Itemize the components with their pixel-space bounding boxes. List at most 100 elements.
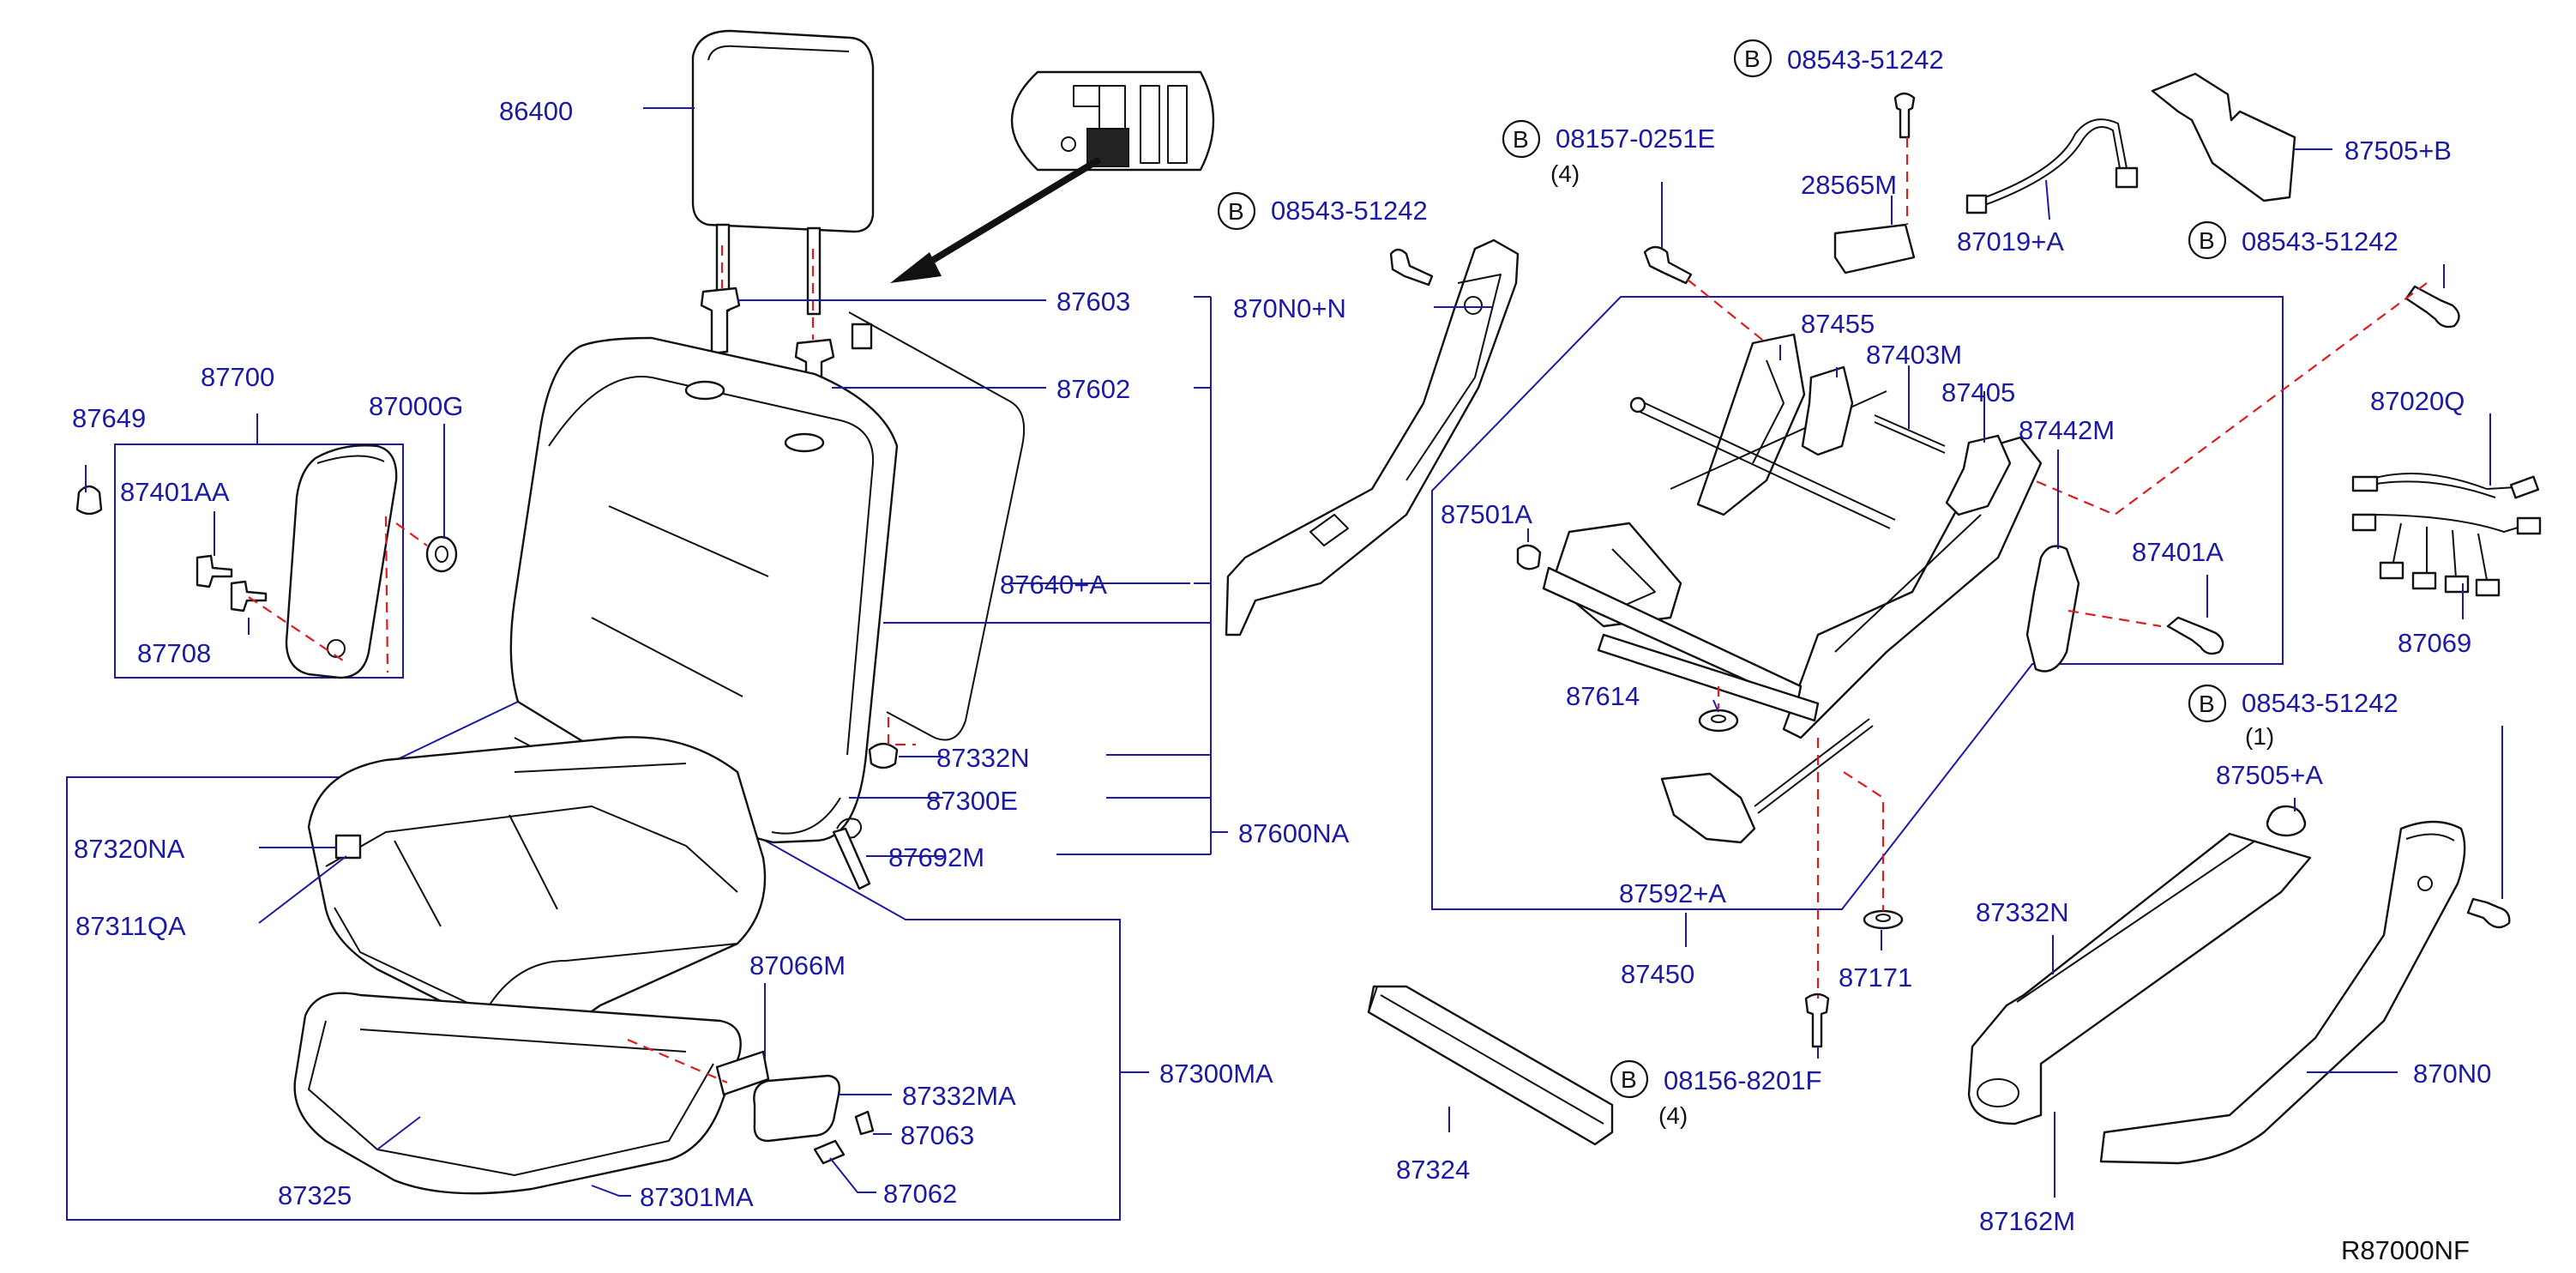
- label-87603: 87603: [1056, 287, 1130, 317]
- label-08157-qty: (4): [1550, 160, 1580, 187]
- label-08543-b: 08543-51242: [1787, 45, 1944, 75]
- plate-87324: [1367, 985, 1614, 1146]
- knob-87062: [813, 1139, 846, 1165]
- armrest-bolt-87708: [230, 580, 268, 612]
- label-87592A: 87592+A: [1619, 878, 1726, 908]
- back-board-87640A: [848, 311, 1026, 741]
- label-87450: 87450: [1621, 959, 1694, 989]
- harness-87069: [2351, 513, 2542, 597]
- finisher-870N0: [2099, 820, 2466, 1165]
- bolt-87501A: [1516, 544, 1542, 570]
- knob-87063: [854, 1110, 875, 1136]
- switch-knob-87066M: [715, 1050, 770, 1096]
- switch-cover-87332MA: [753, 1074, 840, 1143]
- b-mark-08156: B: [1610, 1059, 1649, 1099]
- label-28565M: 28565M: [1801, 170, 1897, 200]
- label-87300E: 87300E: [926, 786, 1018, 816]
- bolt-87401A: [2166, 616, 2224, 655]
- b-mark-08157: B: [1502, 119, 1541, 159]
- bolt-08156: [1804, 992, 1830, 1048]
- label-87171: 87171: [1839, 962, 1912, 992]
- cushion-pan-87301MA: [293, 992, 742, 1195]
- label-87505A: 87505+A: [2216, 760, 2323, 790]
- label-87311QA: 87311QA: [75, 911, 186, 941]
- label-87505B: 87505+B: [2344, 136, 2452, 166]
- label-87692M: 87692M: [888, 842, 984, 872]
- label-87332N-cover: 87332N: [1976, 897, 2069, 927]
- svg-text:B: B: [1621, 1066, 1637, 1093]
- svg-text:B: B: [2199, 691, 2215, 717]
- label-87062: 87062: [883, 1179, 957, 1209]
- bracket-87405: [1945, 434, 2012, 516]
- motor-87592A: [1660, 718, 1874, 844]
- b-mark-08543-b: B: [1733, 39, 1773, 78]
- motor-87442M: [2025, 545, 2080, 673]
- label-87332MA: 87332MA: [902, 1081, 1016, 1111]
- cap-87505A: [2266, 805, 2307, 837]
- label-87602: 87602: [1056, 374, 1130, 404]
- label-870N0N: 870N0+N: [1233, 293, 1346, 323]
- label-870N0: 870N0: [2413, 1059, 2491, 1089]
- washer-87614: [1698, 709, 1739, 733]
- b-mark-08543-a: B: [1217, 191, 1256, 231]
- label-87325: 87325: [278, 1180, 352, 1210]
- clip-87332N: [868, 742, 899, 769]
- label-87300MA: 87300MA: [1159, 1059, 1273, 1089]
- label-87401A: 87401A: [2132, 537, 2224, 567]
- label-87020Q: 87020Q: [2370, 386, 2465, 416]
- armrest-87700: [285, 444, 398, 679]
- label-87700: 87700: [201, 362, 274, 392]
- label-87069: 87069: [2398, 628, 2471, 658]
- washer-87171: [1863, 909, 1904, 930]
- label-87600NA: 87600NA: [1238, 818, 1350, 848]
- label-87401AA: 87401AA: [120, 477, 230, 507]
- cap-87649: [75, 485, 103, 516]
- side-bracket-870N0N: [1225, 238, 1520, 636]
- svg-text:B: B: [1228, 198, 1244, 225]
- svg-text:B: B: [1744, 45, 1760, 72]
- label-87324: 87324: [1396, 1155, 1470, 1185]
- seat-back: [509, 336, 899, 844]
- b-mark-08543-c: B: [2188, 220, 2227, 260]
- harness-87019A: [1965, 118, 2139, 214]
- bolt-08543-b: [1893, 92, 1916, 139]
- harness-87020Q: [2351, 473, 2540, 499]
- label-87162M: 87162M: [1979, 1206, 2075, 1236]
- label-08543-d: 08543-51242: [2242, 688, 2398, 718]
- seat-track-87450: [1542, 333, 2043, 739]
- label-08156-qty: (4): [1658, 1102, 1688, 1129]
- label-08156: 08156-8201F: [1664, 1065, 1821, 1095]
- seat-track-group-frame: [1431, 296, 2284, 910]
- armrest-bolt-87401AA: [196, 554, 233, 588]
- label-87403M: 87403M: [1866, 340, 1962, 370]
- assembly-lines: [248, 137, 2428, 1084]
- label-87000G: 87000G: [369, 391, 463, 421]
- svg-text:B: B: [2199, 227, 2215, 254]
- bracket-87403M: [1801, 365, 1854, 456]
- strip-87692M: [832, 827, 871, 890]
- label-87649: 87649: [72, 403, 146, 433]
- label-87614: 87614: [1566, 681, 1640, 711]
- module-28565M: [1833, 223, 1916, 275]
- label-87332N-back: 87332N: [936, 743, 1030, 773]
- rod-87405-a: [1874, 414, 1946, 447]
- label-87301MA: 87301MA: [640, 1182, 754, 1212]
- label-87320NA: 87320NA: [74, 834, 185, 864]
- label-86400: 86400: [499, 96, 573, 126]
- side-cover-87162M: [1967, 832, 2312, 1125]
- label-87405: 87405: [1941, 377, 2015, 407]
- leader-lines: [85, 107, 2503, 1198]
- back-board-clip: [851, 323, 873, 350]
- screw-08543-d: [2466, 897, 2511, 929]
- bolt-08157: [1643, 245, 1693, 285]
- screw-08543-c: [2404, 285, 2460, 329]
- label-87442M: 87442M: [2019, 415, 2115, 445]
- svg-text:B: B: [1513, 126, 1529, 153]
- label-08543-a: 08543-51242: [1271, 196, 1428, 226]
- label-08543-c: 08543-51242: [2242, 226, 2398, 256]
- seat-cushion: [307, 736, 767, 1036]
- label-87063: 87063: [900, 1120, 974, 1150]
- label-87455: 87455: [1801, 309, 1875, 339]
- washer-87000G: [425, 535, 458, 573]
